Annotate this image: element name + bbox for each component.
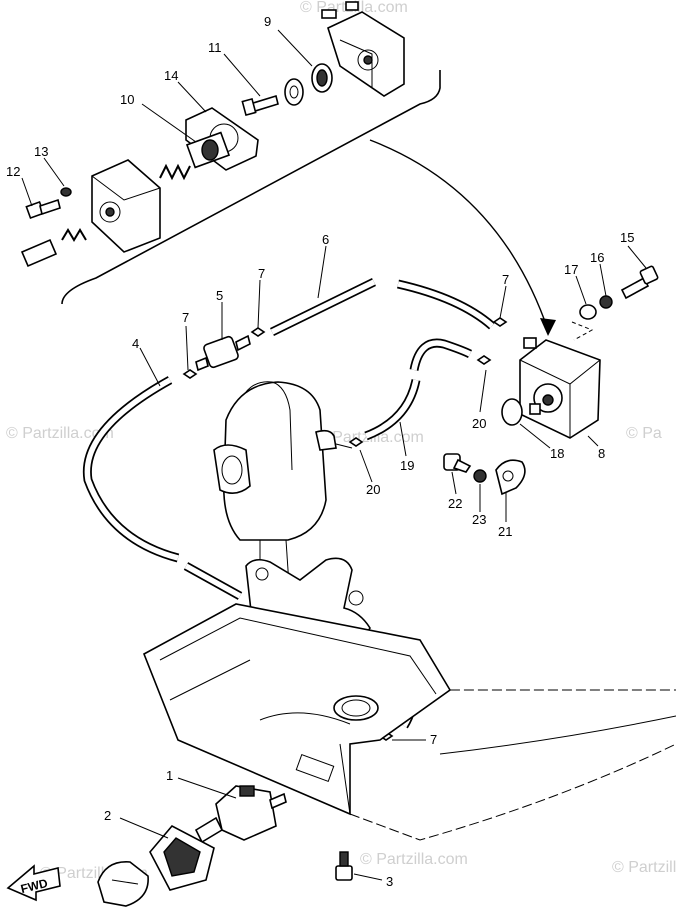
leader-11 <box>223 53 261 97</box>
bolt-22 <box>443 453 472 473</box>
clamp-20-b <box>476 355 492 365</box>
hose-upper-curve-inner <box>411 340 472 371</box>
leader-1 <box>177 777 237 799</box>
callout-7-d: 7 <box>430 732 437 747</box>
leader-12 <box>21 177 33 207</box>
nut-17 <box>579 304 597 320</box>
fuel-filter-5 <box>195 334 251 372</box>
hose-19 <box>364 378 421 441</box>
watermark-bottom-center: © Partzilla.com <box>360 851 468 868</box>
inset-arrow-line <box>369 139 549 331</box>
check-valve-lower <box>20 228 87 268</box>
leader-19 <box>399 421 407 457</box>
inset-frame <box>61 70 441 305</box>
hose-19-inner <box>365 379 419 439</box>
leader-6 <box>317 245 327 299</box>
gasket-2 <box>149 824 215 891</box>
hose-4-lower-inner <box>184 563 242 599</box>
drain-screw-3 <box>335 851 353 881</box>
washer-16 <box>599 295 613 309</box>
screw-11 <box>241 94 279 117</box>
callout-7-a: 7 <box>182 310 189 325</box>
o-ring-18 <box>501 398 523 426</box>
leader-2 <box>119 817 169 839</box>
leader-9 <box>277 29 313 67</box>
pump-bottom-body <box>91 159 161 253</box>
leader-13 <box>43 157 65 187</box>
callout-8: 8 <box>598 446 605 461</box>
callout-14: 14 <box>164 68 178 83</box>
leader-10 <box>141 103 197 143</box>
leader-22 <box>451 471 457 495</box>
callout-1: 1 <box>166 768 173 783</box>
callout-7-b: 7 <box>258 266 265 281</box>
pump-mount-dash <box>571 321 594 341</box>
screw-12 <box>25 198 61 220</box>
callout-17: 17 <box>564 262 578 277</box>
watermark-left: © Partzilla.com <box>6 425 114 442</box>
leader-20a <box>359 449 373 483</box>
hose-6-inner <box>270 279 376 335</box>
hose-6-right-inner <box>397 281 494 329</box>
callout-22: 22 <box>448 496 462 511</box>
leader-7a <box>185 325 189 371</box>
fwd-label: FWD <box>19 876 49 896</box>
clamp-7-c <box>492 317 508 327</box>
callout-12: 12 <box>6 164 20 179</box>
fuel-cock-knob <box>97 861 149 907</box>
callout-6: 6 <box>322 232 329 247</box>
hose-clamp-21 <box>495 459 526 496</box>
callout-10: 10 <box>120 92 134 107</box>
fuel-tank <box>142 603 676 841</box>
watermark-right: © Pa <box>626 425 662 442</box>
spring-upper <box>159 163 191 181</box>
leader-18 <box>519 423 551 449</box>
inset-arrow-head <box>540 318 556 336</box>
leader-4 <box>139 347 161 387</box>
leader-7b <box>257 279 261 329</box>
callout-16: 16 <box>590 250 604 265</box>
leader-16 <box>599 263 607 297</box>
hose-4-inner <box>84 377 179 561</box>
leader-8 <box>587 435 599 447</box>
leader-7c <box>499 285 507 319</box>
washer-13 <box>60 187 72 197</box>
fuel-pump-8 <box>519 337 601 439</box>
callout-5: 5 <box>216 288 223 303</box>
leader-20b <box>479 369 487 413</box>
callout-11: 11 <box>208 40 222 55</box>
callout-13: 13 <box>34 144 48 159</box>
callout-4: 4 <box>132 336 139 351</box>
diaphragm <box>284 63 333 106</box>
callout-19: 19 <box>400 458 414 473</box>
callout-7-c: 7 <box>502 272 509 287</box>
clamp-7-b <box>250 327 266 337</box>
callout-2: 2 <box>104 808 111 823</box>
callout-9: 9 <box>264 14 271 29</box>
leader-17 <box>575 275 587 305</box>
carburetor <box>213 381 353 601</box>
callout-18: 18 <box>550 446 564 461</box>
leader-15 <box>627 245 647 269</box>
watermark-bottom-right: © Partzilla.com <box>612 859 676 876</box>
callout-3: 3 <box>386 874 393 889</box>
callout-15: 15 <box>620 230 634 245</box>
callout-20-a: 20 <box>366 482 380 497</box>
callout-20-b: 20 <box>472 416 486 431</box>
fwd-direction-arrow: FWD <box>6 864 61 902</box>
leader-14 <box>177 81 207 113</box>
clamp-20-a <box>348 437 364 447</box>
leader-3 <box>353 873 383 881</box>
callout-23: 23 <box>472 512 486 527</box>
clamp-7-a <box>182 369 198 379</box>
pump-top-body <box>321 1 405 97</box>
callout-21: 21 <box>498 524 512 539</box>
washer-23 <box>473 469 487 483</box>
fuel-cock-1 <box>194 785 287 844</box>
valve-assembly-10 <box>185 131 231 169</box>
screw-15 <box>620 265 659 300</box>
